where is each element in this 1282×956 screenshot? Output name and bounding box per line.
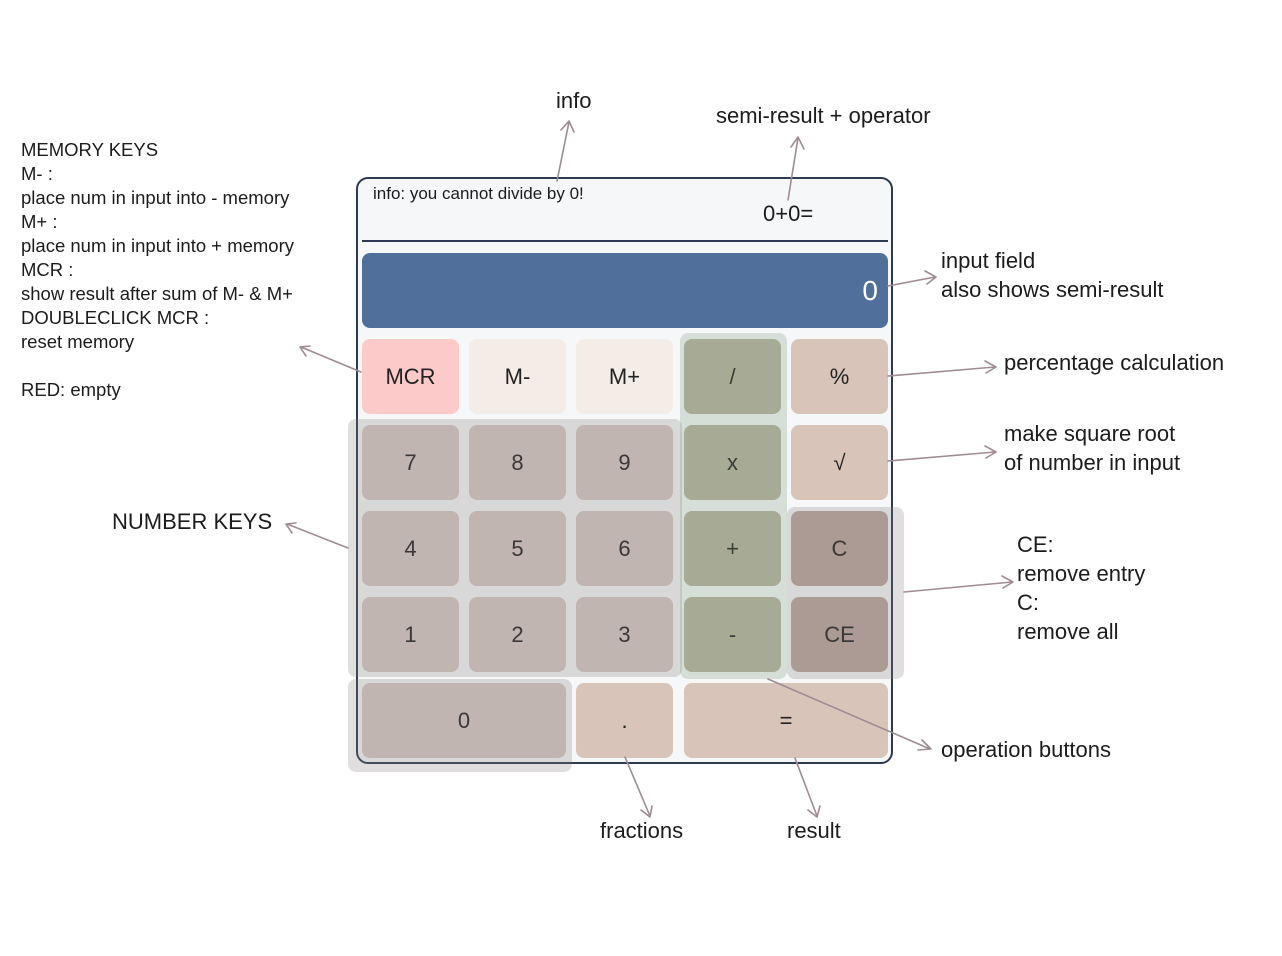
- digit-3-button[interactable]: 3: [576, 597, 673, 672]
- multiply-button[interactable]: x: [684, 425, 781, 500]
- memory-keys-notes: MEMORY KEYS M- : place num in input into…: [21, 139, 295, 400]
- operation-keys-highlight: [680, 333, 787, 679]
- clear-keys-arrow: [903, 575, 1014, 593]
- percentage-arrow: [887, 360, 997, 377]
- minus-button[interactable]: -: [684, 597, 781, 672]
- input-field-annotation: input field also shows semi-result: [941, 248, 1164, 302]
- square-root-button[interactable]: √: [791, 425, 888, 500]
- clear-keys-annotation: CE: remove entry C: remove all: [1017, 532, 1146, 644]
- digit-5-button[interactable]: 5: [469, 511, 566, 586]
- zero-key-highlight: [348, 679, 572, 772]
- percent-button[interactable]: %: [791, 339, 888, 414]
- digit-6-button[interactable]: 6: [576, 511, 673, 586]
- clear-entry-button[interactable]: CE: [791, 597, 888, 672]
- input-field-arrow: [887, 270, 937, 287]
- memory-keys-arrow: [299, 345, 362, 373]
- fractions-annotation: fractions: [600, 818, 684, 843]
- semi-result-annotation: semi-result + operator: [716, 103, 931, 128]
- equals-button[interactable]: =: [684, 683, 888, 758]
- digit-9-button[interactable]: 9: [576, 425, 673, 500]
- semi-result-display: 0+0=: [763, 201, 814, 226]
- decimal-button[interactable]: .: [576, 683, 673, 758]
- info-annotation: info: [556, 88, 592, 113]
- digit-2-button[interactable]: 2: [469, 597, 566, 672]
- m-plus-button[interactable]: M+: [576, 339, 673, 414]
- info-arrow: [556, 120, 575, 182]
- digit-0-button[interactable]: 0: [362, 683, 566, 758]
- m-minus-button[interactable]: M-: [469, 339, 566, 414]
- info-message: info: you cannot divide by 0!: [373, 184, 584, 203]
- digit-7-button[interactable]: 7: [362, 425, 459, 500]
- result-arrow: [794, 757, 821, 818]
- clear-keys-highlight: [787, 507, 904, 679]
- number-keys-highlight: [348, 419, 682, 677]
- number-keys-arrow: [285, 522, 349, 549]
- divide-button[interactable]: /: [684, 339, 781, 414]
- percentage-annotation: percentage calculation: [1004, 350, 1225, 375]
- mcr-button[interactable]: MCR: [362, 339, 459, 414]
- digit-1-button[interactable]: 1: [362, 597, 459, 672]
- plus-button[interactable]: +: [684, 511, 781, 586]
- input-field[interactable]: 0: [362, 253, 888, 328]
- digit-8-button[interactable]: 8: [469, 425, 566, 500]
- clear-button[interactable]: C: [791, 511, 888, 586]
- number-keys-annotation: NUMBER KEYS: [112, 509, 273, 534]
- header-divider: [362, 240, 888, 242]
- operation-buttons-annotation: operation buttons: [941, 737, 1112, 762]
- square-root-annotation: make square root of number in input: [1004, 421, 1181, 475]
- fractions-arrow: [624, 756, 653, 818]
- digit-4-button[interactable]: 4: [362, 511, 459, 586]
- square-root-arrow: [887, 445, 997, 462]
- result-annotation: result: [787, 818, 841, 843]
